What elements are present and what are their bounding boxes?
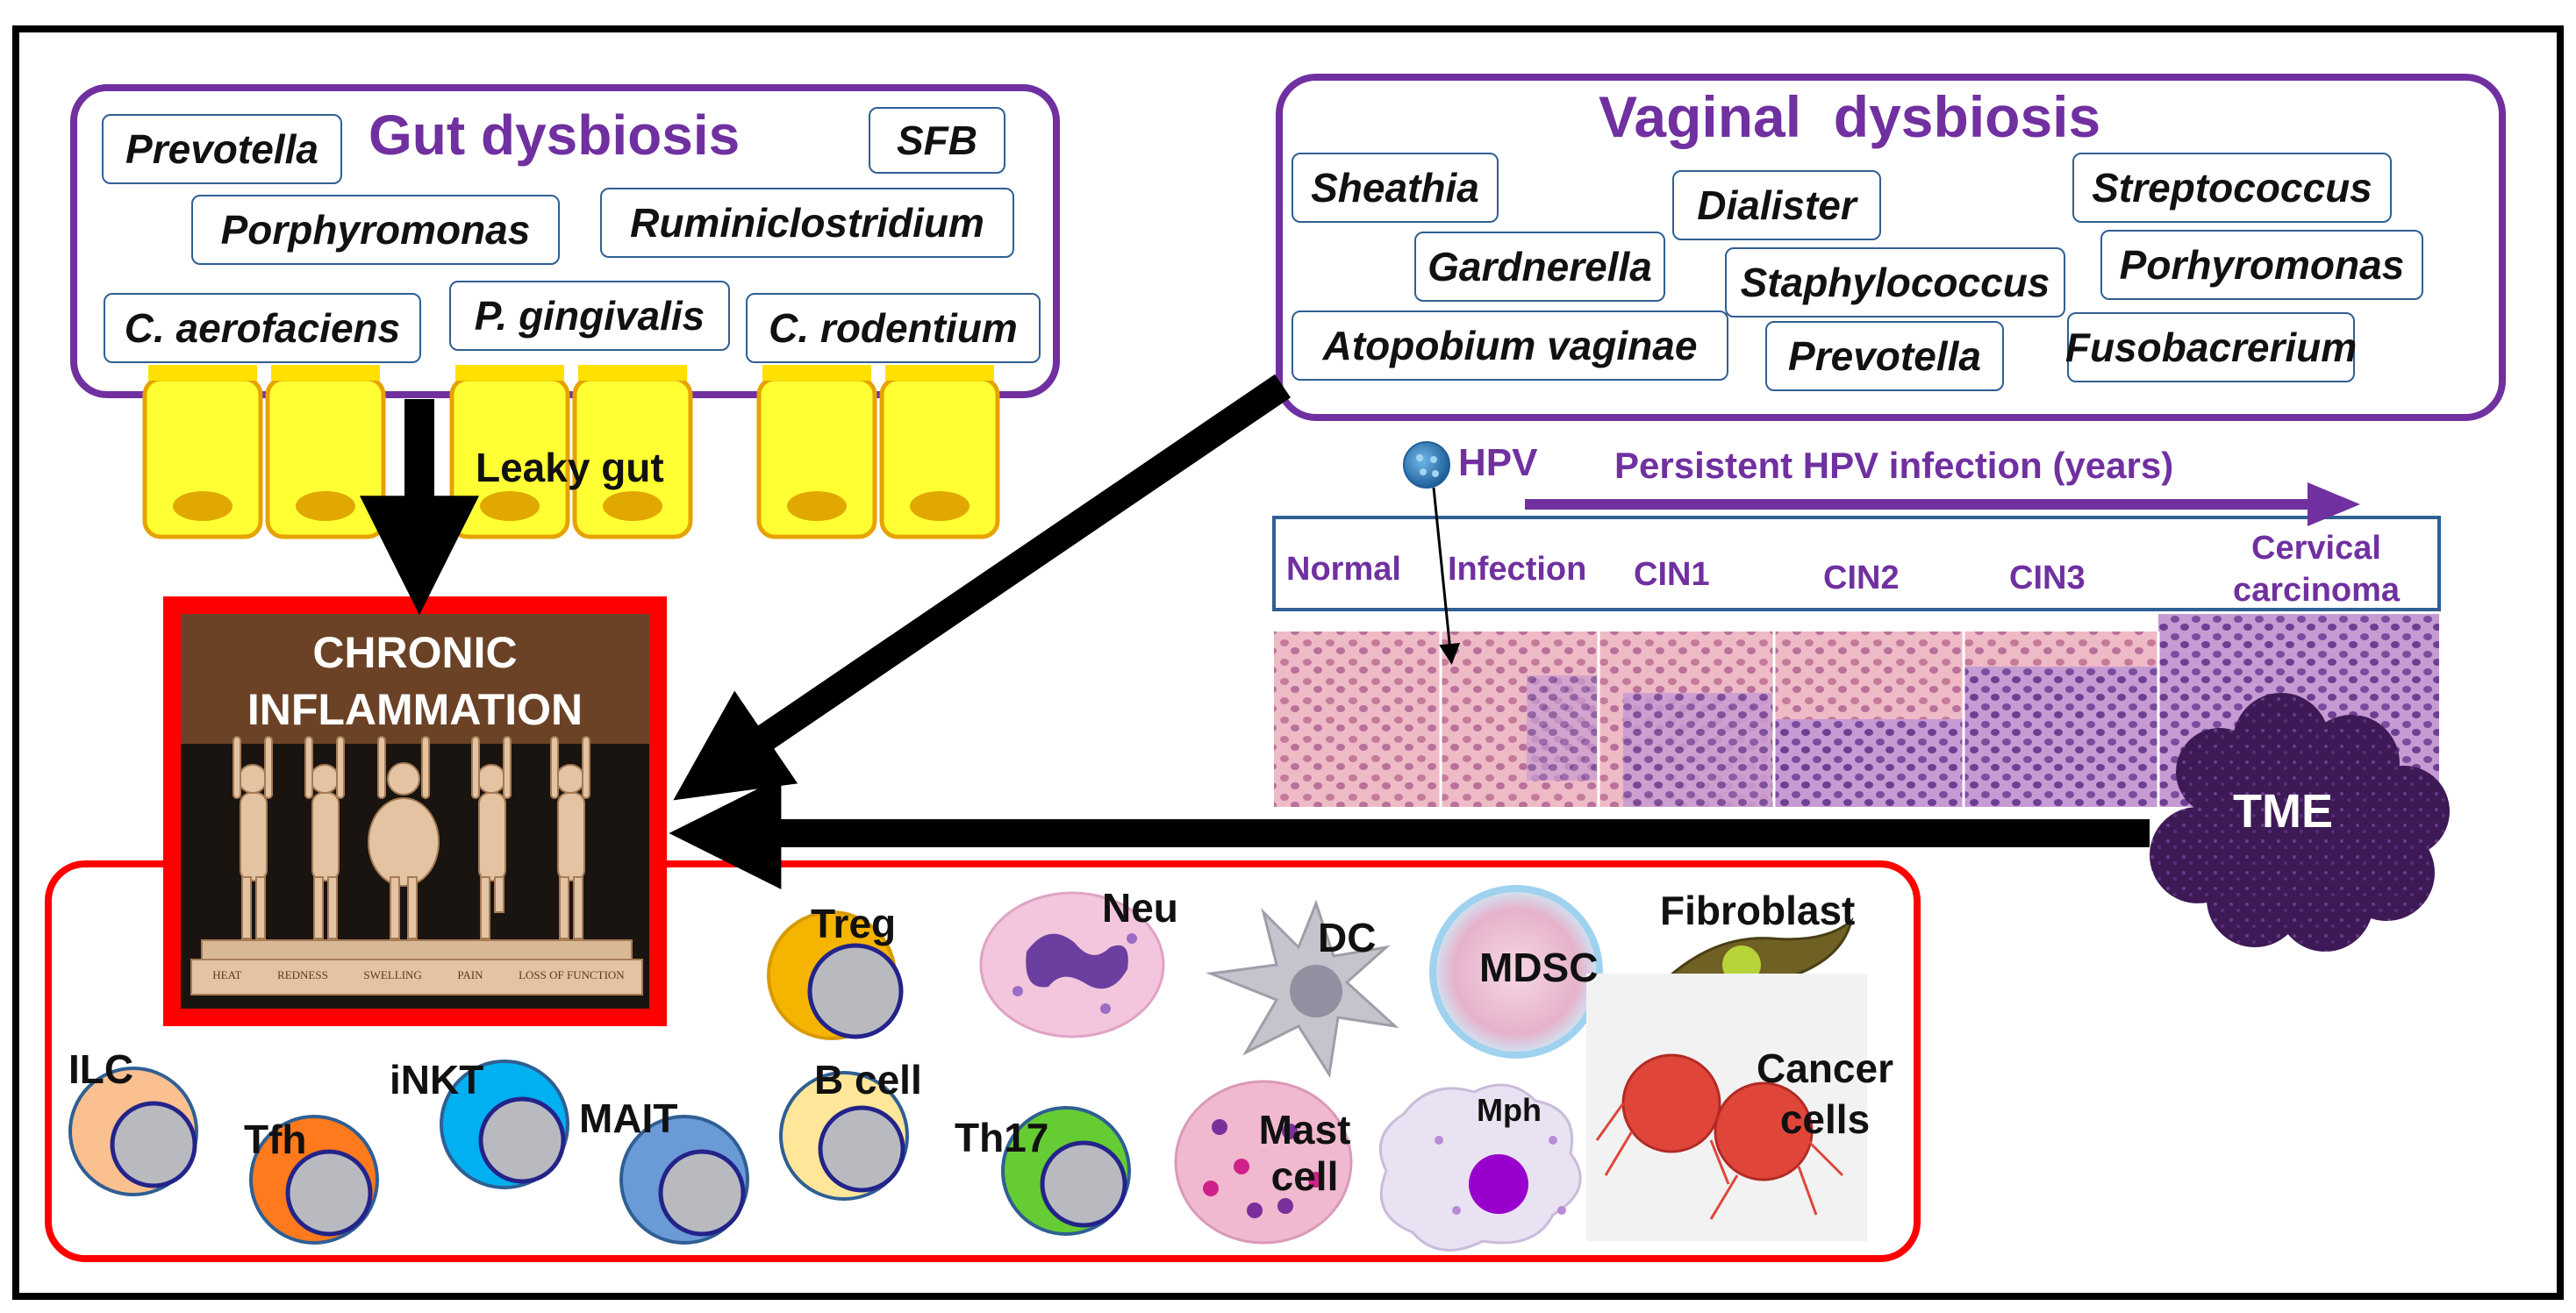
cell-label-tfh: Tfh: [244, 1117, 307, 1162]
vaginal-to-inflammation-arrow: [673, 374, 1291, 801]
cell-label-dc: DC: [1318, 915, 1377, 960]
cell-label-ilc: ILC: [68, 1046, 134, 1092]
stage-cin3: CIN3: [2009, 560, 2086, 596]
cell-label-cancer-cells: Cancer cells: [1757, 1045, 1893, 1142]
cell-label-mph: Mph: [1477, 1092, 1542, 1128]
plinth-word: REDNESS: [277, 968, 328, 981]
stage-cin2: CIN2: [1823, 560, 1900, 596]
plinth-word: HEAT: [212, 968, 242, 981]
gut-epithelial-cells: [142, 365, 1000, 539]
tme-cloud: [2150, 693, 2450, 952]
stage-normal: Normal: [1286, 551, 1401, 588]
cell-label-mdsc: MDSC: [1479, 945, 1599, 990]
bacteria-tag: Atopobium vaginae: [1292, 310, 1728, 381]
stage-cin1: CIN1: [1634, 556, 1710, 593]
plinth-word: SWELLING: [363, 968, 422, 981]
bacteria-tag: Sheathia: [1292, 153, 1499, 223]
chronic-inflammation-line2: INFLAMMATION: [247, 685, 583, 734]
bacteria-tag: Porhyromonas: [2100, 230, 2423, 300]
chronic-inflammation-panel: [163, 596, 667, 1026]
hpv-label: HPV: [1458, 441, 1538, 484]
plinth-word: PAIN: [457, 968, 483, 981]
cell-label-fibroblast: Fibroblast: [1660, 888, 1856, 933]
cell-label-inkt: iNKT: [390, 1057, 484, 1102]
bacteria-tag: Prevotella: [1765, 321, 2004, 391]
gut-dysbiosis-title: Gut dysbiosis: [369, 103, 741, 167]
chronic-inflammation-title: CHRONIC INFLAMMATION: [181, 624, 649, 739]
bacteria-tag: C. aerofaciens: [104, 293, 421, 363]
plinth-inscriptions: HEAT REDNESS SWELLING PAIN LOSS OF FUNCT…: [195, 968, 642, 982]
bacteria-tag: Porphyromonas: [191, 195, 560, 265]
bacteria-tag: Dialister: [1672, 170, 1881, 240]
tme-label: TME: [2233, 785, 2333, 838]
chronic-inflammation-line1: CHRONIC: [312, 628, 518, 677]
cell-label-th17: Th17: [955, 1115, 1049, 1160]
bacteria-tag: SFB: [869, 107, 1005, 174]
leaky-gut-label: Leaky gut: [476, 445, 664, 490]
stage-infection: Infection: [1448, 551, 1587, 588]
stage-cervical-carcinoma: Cervical carcinoma: [2232, 530, 2401, 609]
bacteria-tag: C. rodentium: [746, 293, 1041, 363]
bacteria-tag: Staphylococcus: [1725, 247, 2065, 318]
bacteria-tag: Ruminiclostridium: [600, 188, 1014, 258]
bacteria-tag: P. gingivalis: [449, 281, 730, 351]
bacteria-tag: Gardnerella: [1414, 232, 1665, 302]
cell-illustrations: [68, 885, 1867, 1252]
bacteria-tag: Prevotella: [102, 114, 342, 184]
hpv-virion: [1403, 441, 1461, 665]
plinth-word: LOSS OF FUNCTION: [519, 968, 625, 981]
bacteria-tag: Fusobacrerium: [2065, 312, 2357, 382]
cell-label-neu: Neu: [1102, 885, 1178, 931]
cell-label-mast-cell: Mast cell: [1258, 1107, 1351, 1199]
persistent-infection-label: Persistent HPV infection (years): [1614, 445, 2174, 486]
cell-label-mait: MAIT: [579, 1095, 678, 1141]
cell-label-treg: Treg: [811, 901, 897, 946]
cell-label-b-cell: B cell: [814, 1057, 922, 1102]
bacteria-tag: Streptococcus: [2072, 153, 2392, 223]
vaginal-dysbiosis-title: Vaginal dysbiosis: [1599, 84, 2101, 149]
